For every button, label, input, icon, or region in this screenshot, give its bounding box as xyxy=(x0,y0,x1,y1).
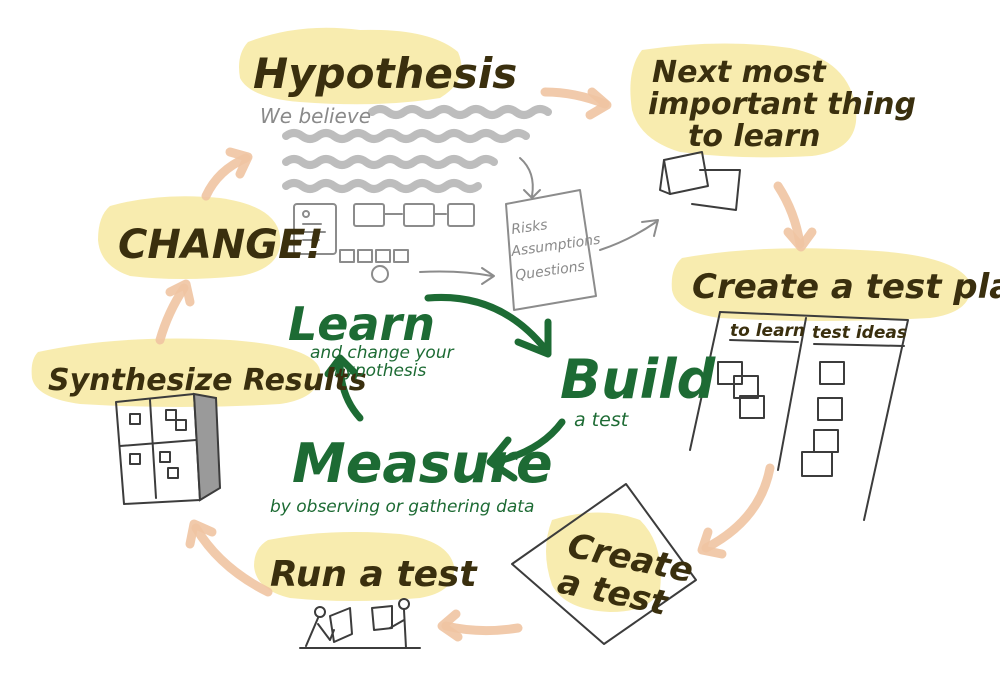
sticky-notes-icon xyxy=(659,151,741,211)
run-test-label: Run a test xyxy=(270,554,478,595)
arrow-next-to-plan xyxy=(773,181,817,252)
arrow-learn-to-build xyxy=(424,293,552,358)
change-label: CHANGE! xyxy=(118,222,324,268)
next-line-1: Next most xyxy=(652,55,827,90)
highlight-blobs xyxy=(31,27,971,612)
arrow-build-to-measure xyxy=(486,418,566,482)
test-document-icon xyxy=(511,483,697,645)
risks-note-icon xyxy=(505,189,597,311)
measure-sub: by observing or gathering data xyxy=(270,497,534,517)
inner-cycle-arrows xyxy=(324,293,566,482)
next-line-3: to learn xyxy=(688,119,820,154)
learn-sub-1: and change your xyxy=(310,343,455,363)
build-sub: a test xyxy=(574,409,630,431)
next-line-2: important thing xyxy=(648,87,916,122)
learn-sub-2: hypothesis xyxy=(334,361,427,381)
build-label: Build xyxy=(560,348,717,411)
synthesize-label: Synthesize Results xyxy=(48,363,367,398)
arrow-measure-to-learn xyxy=(324,354,364,422)
cycle-arrows xyxy=(155,87,817,642)
test-plan-label: Create a test plan xyxy=(692,267,1000,307)
plan-col-learn: to learn xyxy=(730,321,805,341)
arrow-change-to-hypothesis xyxy=(201,147,253,201)
arrow-hypothesis-to-next xyxy=(540,87,612,120)
hypothesis-scribbles xyxy=(282,105,552,193)
test-plan-board-icon xyxy=(689,311,909,521)
hypothesis-label: Hypothesis xyxy=(253,49,517,98)
people-testing-icon xyxy=(299,598,421,649)
risks-line-1: Risks xyxy=(510,217,548,238)
plan-col-ideas: test ideas xyxy=(812,323,907,343)
arrow-synthesize-to-change xyxy=(155,279,195,345)
learn-label: Learn xyxy=(288,297,435,351)
measure-label: Measure xyxy=(292,432,553,495)
arrow-create-to-run xyxy=(437,609,523,642)
risks-line-3: Questions xyxy=(514,258,585,284)
arrow-plan-to-create xyxy=(697,463,775,559)
results-board-icon xyxy=(115,392,222,505)
flowchart-sketch-icon xyxy=(293,157,659,285)
arrow-run-to-synthesize xyxy=(185,519,273,597)
hypothesis-note: We believe xyxy=(260,104,371,128)
